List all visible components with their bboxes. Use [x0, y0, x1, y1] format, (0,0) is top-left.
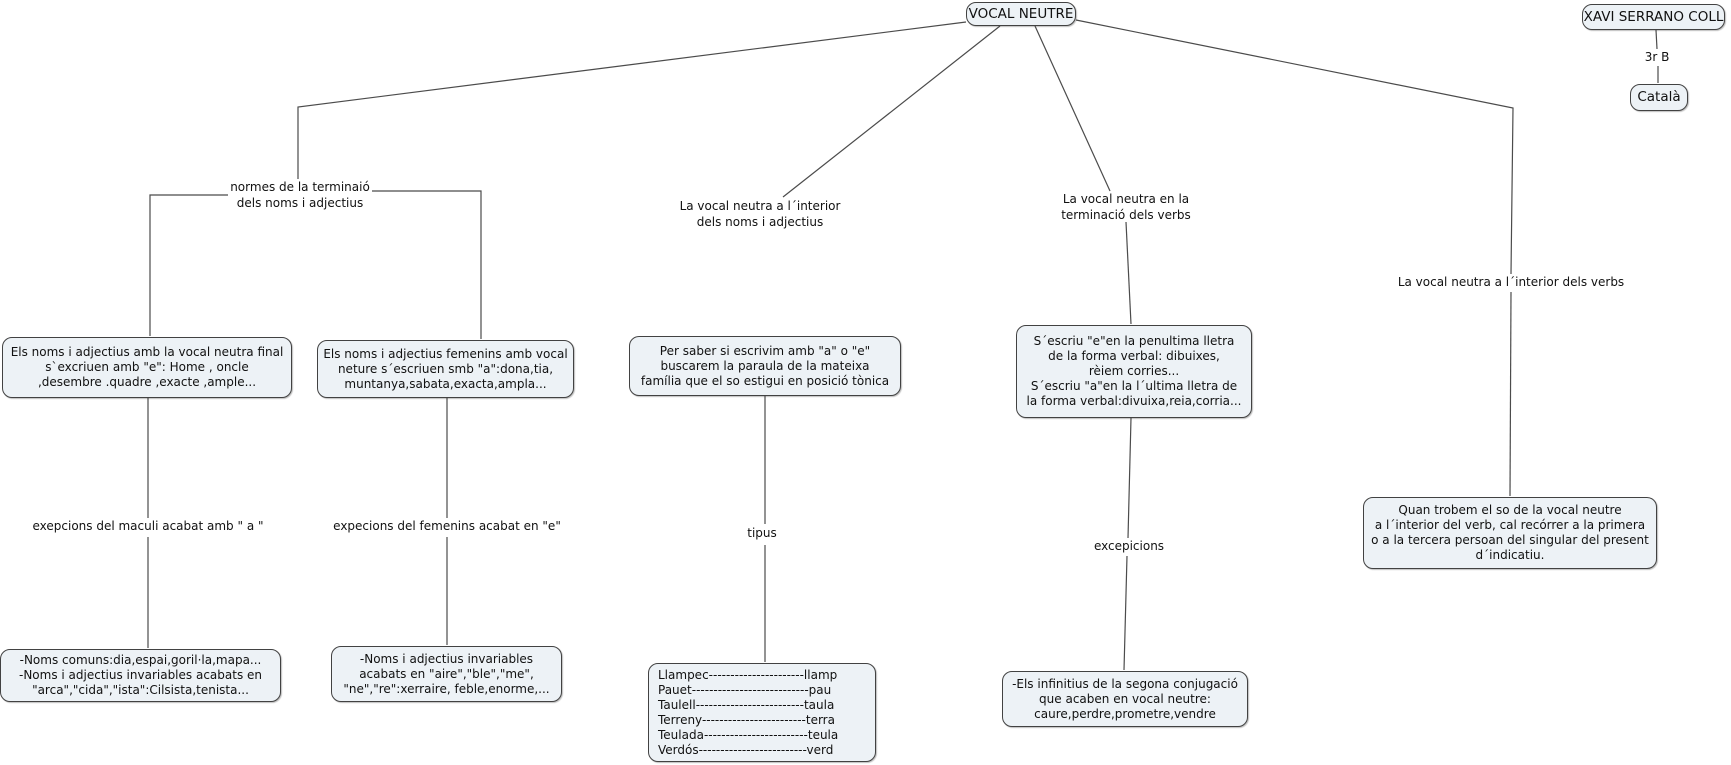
- linking-phrase-class[interactable]: 3r B: [1644, 50, 1670, 64]
- linking-phrase-interior-verbs[interactable]: La vocal neutra a l´interior dels verbs: [1397, 275, 1625, 289]
- linking-phrase-terminacio-verbs[interactable]: La vocal neutra en la terminació dels ve…: [1061, 192, 1191, 222]
- linking-phrase-excepcions-verbs[interactable]: excepicions: [1093, 539, 1165, 553]
- connector-excepicions-to-excepcions-verbs: [1123, 555, 1128, 671]
- concept-node-regla-interior[interactable]: Per saber si escrivim amb "a" o "e" busc…: [629, 336, 901, 396]
- linking-phrase-excepcions-femeni[interactable]: expecions del femenins acabat en "e": [333, 519, 561, 533]
- connector-terminacio-verbs-to-regla-verbs: [1125, 221, 1132, 325]
- concept-node-author[interactable]: XAVI SERRANO COLL: [1582, 4, 1725, 30]
- concept-node-vocal-neutre[interactable]: VOCAL NEUTRE: [966, 2, 1076, 26]
- concept-node-exemples-tipus[interactable]: Llampec----------------------llamp Pauet…: [648, 663, 876, 762]
- connector-root-to-interior-verbs: [1075, 19, 1514, 275]
- connector-regla-verbs-to-excepicions: [1127, 417, 1132, 539]
- linking-phrase-tipus[interactable]: tipus: [747, 526, 777, 540]
- concept-node-excepcions-verbs[interactable]: -Els infinitius de la segona conjugació …: [1002, 671, 1248, 727]
- concept-node-excepcions-masculi[interactable]: -Noms comuns:dia,espai,goril·la,mapa... …: [0, 649, 281, 702]
- concept-node-subject[interactable]: Català: [1630, 84, 1688, 111]
- connector-normes-to-regla-femeni: [372, 190, 482, 339]
- concept-node-excepcions-femeni[interactable]: -Noms i adjectius invariables acabats en…: [331, 646, 562, 702]
- connector-root-to-terminacio-verbs: [1034, 25, 1111, 192]
- concept-node-regla-masculi[interactable]: Els noms i adjectius amb la vocal neutra…: [2, 337, 292, 398]
- concept-node-regla-femeni[interactable]: Els noms i adjectius femenins amb vocal …: [317, 340, 574, 398]
- linking-phrase-excepcions-masculi[interactable]: exepcions del maculi acabat amb " a ": [32, 519, 264, 533]
- connector-root-to-interior-noms: [782, 25, 1001, 198]
- connector-root-to-normes: [297, 21, 967, 179]
- concept-node-regla-interior-verbs[interactable]: Quan trobem el so de la vocal neutre a l…: [1363, 497, 1657, 569]
- connector-interior-verbs-to-regla: [1509, 291, 1512, 497]
- connector-author-to-class: [1655, 29, 1658, 50]
- linking-phrase-interior-noms[interactable]: La vocal neutra a l´interior dels noms i…: [679, 199, 841, 229]
- linking-phrase-normes-terminacio[interactable]: normes de la terminaió dels noms i adjec…: [230, 180, 370, 210]
- connector-normes-to-regla-masculi: [149, 194, 228, 336]
- concept-node-regla-verbs[interactable]: S´escriu "e"en la penultima lletra de la…: [1016, 325, 1252, 418]
